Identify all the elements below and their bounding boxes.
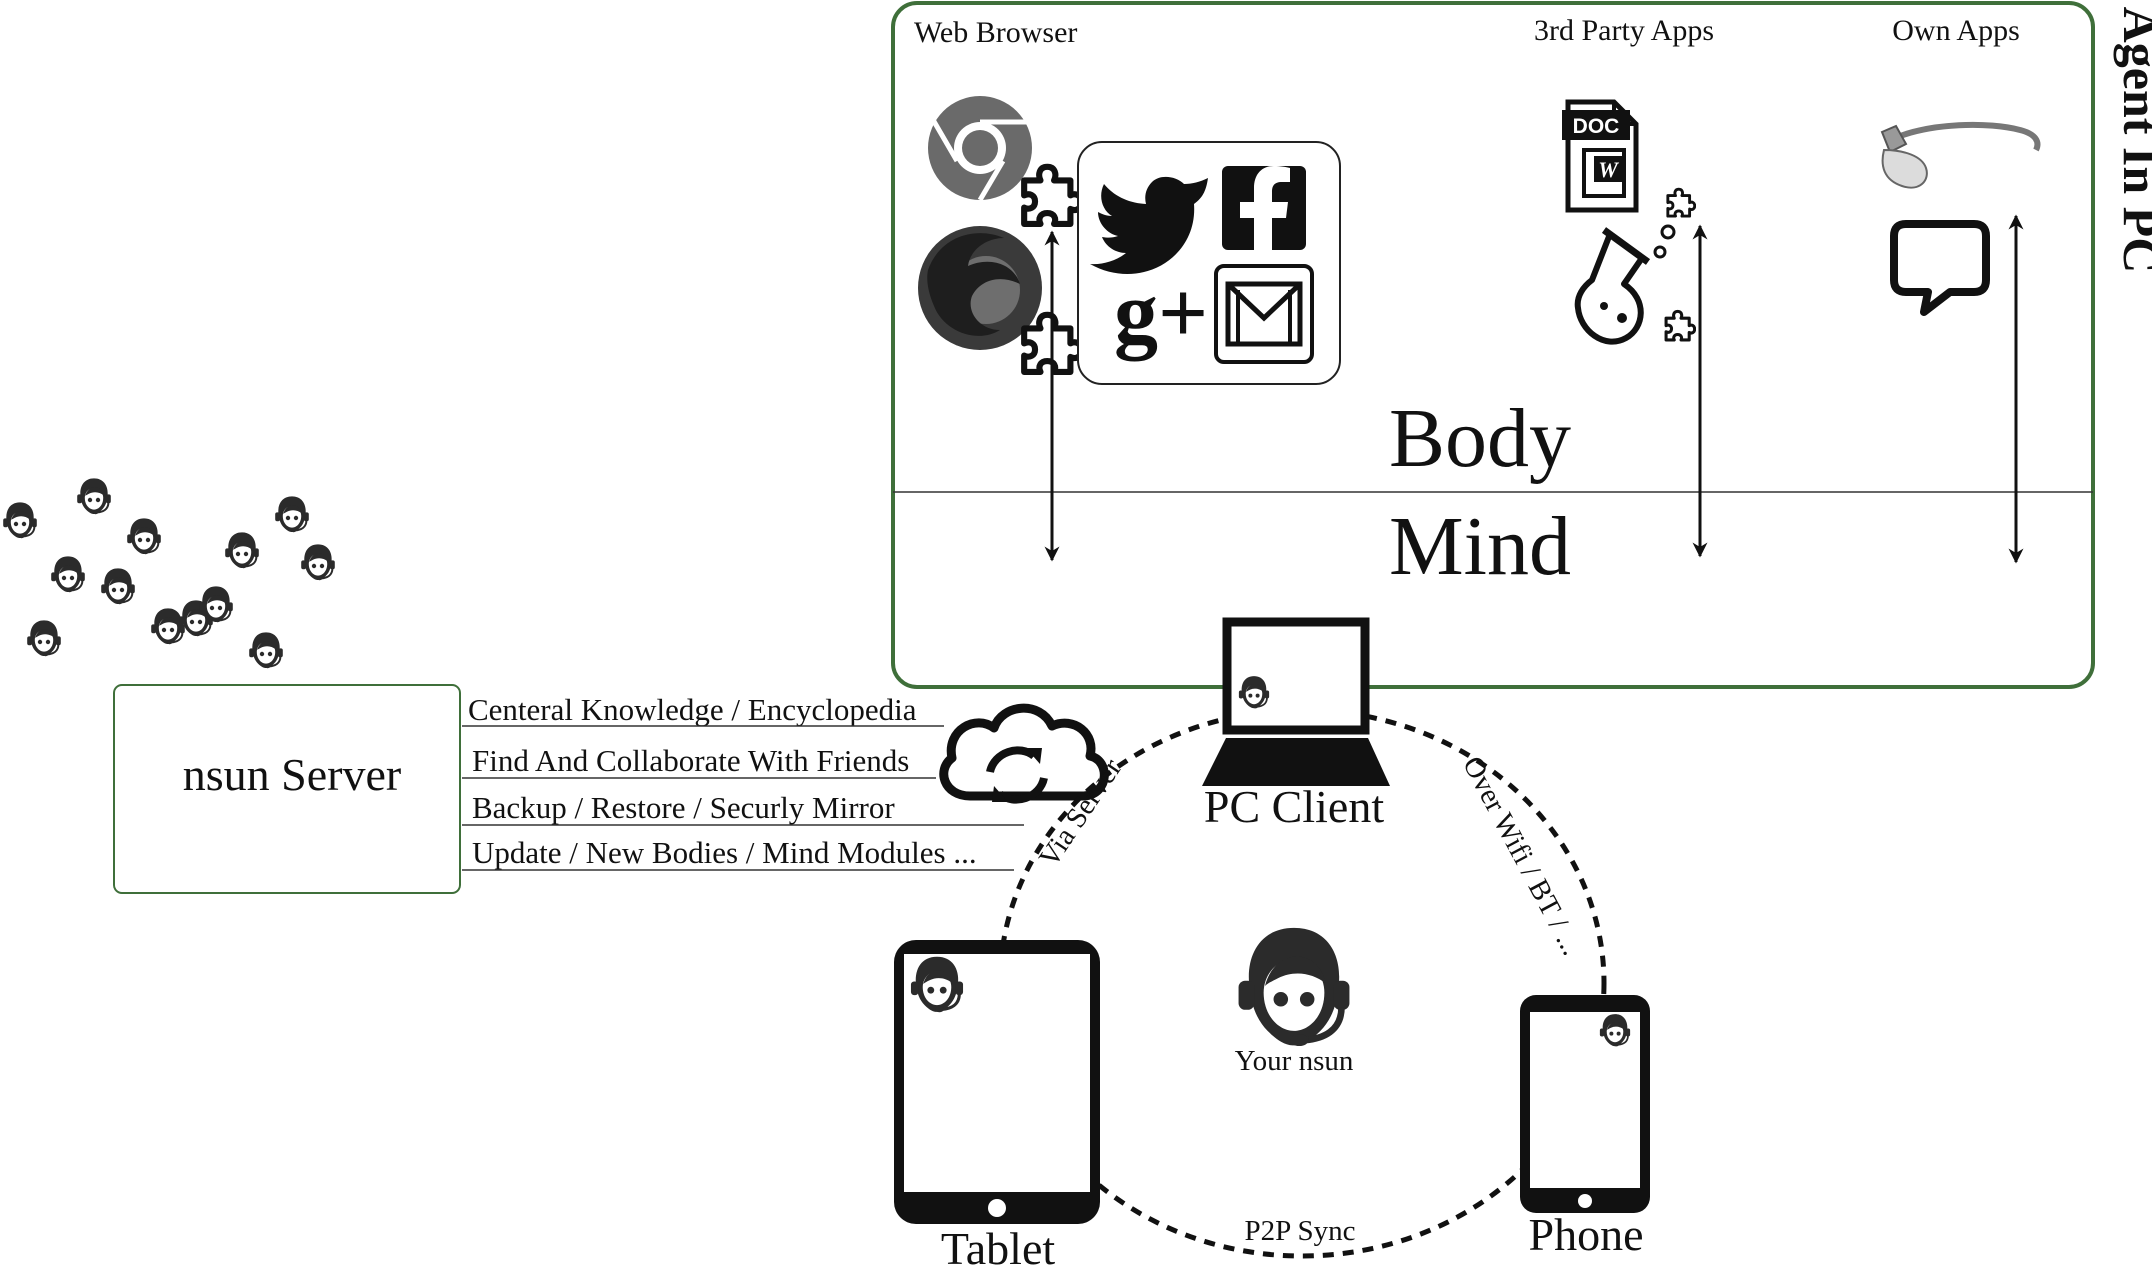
flask-icon (1574, 224, 1676, 345)
crowd-agent-icon (76, 477, 112, 516)
crowd-agent-icon (26, 619, 62, 658)
server-box (113, 684, 461, 894)
laptop-screen (1222, 617, 1370, 735)
crowd-agent-icon (50, 555, 86, 594)
server-name: nsun Server (183, 749, 401, 800)
device-ring: PC Client Tablet Phone Your nsun Via Ser… (894, 617, 1650, 1266)
nsun-server: nsun Server Centeral Knowledge / Encyclo… (113, 684, 1109, 894)
crowd-agent-icon (126, 517, 162, 556)
service-item: Centeral Knowledge / Encyclopedia (468, 692, 917, 727)
crowd-agent-icon (300, 543, 336, 582)
crowd-agent-icon (150, 607, 186, 646)
mind-label: Mind (1389, 500, 1571, 593)
svg-text:W: W (1598, 157, 1619, 182)
crowd-agent-icon (248, 631, 284, 670)
smart-glasses-icon (1880, 121, 2041, 189)
facebook-icon (1222, 166, 1306, 250)
twitter-icon (1090, 176, 1208, 275)
web-browser-label: Web Browser (914, 16, 1077, 49)
browser-plugin-puzzle-icon (1024, 167, 1081, 224)
chat-bubble-icon (1890, 220, 1990, 316)
firefox-icon (918, 226, 1042, 350)
tablet-label: Tablet (941, 1223, 1056, 1266)
service-item: Backup / Restore / Securly Mirror (472, 790, 895, 825)
pc-client-label: PC Client (1204, 781, 1384, 832)
google-plus-icon: g+ (1114, 265, 1208, 362)
laptop-base (1202, 738, 1390, 786)
pc-client: PC Client (1202, 617, 1390, 832)
gmail-icon (1214, 264, 1314, 364)
doc-plugin-puzzle-icon (1666, 187, 1696, 218)
agent-crowd (2, 477, 336, 670)
server-services: Centeral Knowledge / Encyclopedia Find A… (462, 692, 1024, 871)
your-nsun-agent-icon (1239, 928, 1350, 1046)
tablet: Tablet (894, 940, 1100, 1266)
flask-plugin-puzzle-icon (1664, 309, 1696, 342)
crowd-agent-icon (2, 501, 38, 540)
agent-box-frame (891, 1, 2095, 689)
crowd-agent-icon (224, 531, 260, 570)
phone-label: Phone (1529, 1209, 1644, 1260)
tablet-home-button (988, 1199, 1006, 1217)
agent-box-title: Agent In PC (2113, 7, 2152, 274)
svg-text:g+: g+ (1114, 265, 1208, 362)
p2p-sync-label: P2P Sync (1245, 1215, 1356, 1247)
service-item: Find And Collaborate With Friends (472, 743, 909, 778)
own-apps-label: Own Apps (1892, 14, 2020, 47)
crowd-agent-icon (100, 567, 136, 606)
svg-text:DOC: DOC (1573, 115, 1620, 138)
phone: Phone (1520, 995, 1650, 1260)
crowd-agent-icon (274, 495, 310, 534)
chrome-icon (928, 96, 1032, 202)
cloud-sync-icon (939, 703, 1109, 804)
third-party-apps-label: 3rd Party Apps (1534, 14, 1714, 47)
over-wifi-label: Over Wifi / BT / ... (1456, 751, 1588, 960)
doc-file-icon: DOC W (1562, 99, 1639, 213)
body-label: Body (1389, 392, 1571, 485)
phone-home-button (1578, 1194, 1592, 1208)
agent-in-pc-box: Agent In PC Web Browser 3rd Party Apps O… (891, 1, 2152, 689)
service-item: Update / New Bodies / Mind Modules ... (472, 835, 977, 870)
your-nsun-label: Your nsun (1235, 1045, 1354, 1077)
